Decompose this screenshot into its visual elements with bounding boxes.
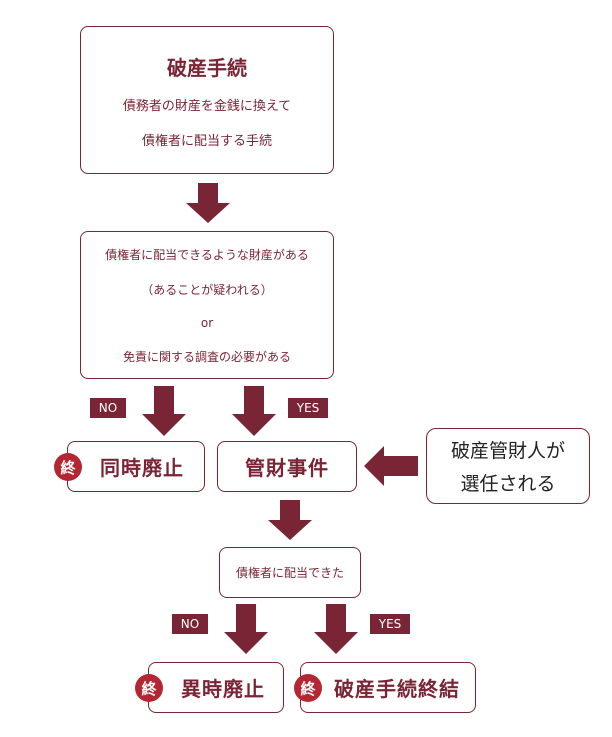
bankruptcy-procedure-desc-2: 債権者に配当する手続 <box>141 133 272 149</box>
branch1-yes-tag: YES <box>288 398 328 418</box>
condition-box: 債権者に配当できるような財産がある （あることが疑われる） or 免責に関する調… <box>80 231 334 379</box>
arrow-down-no-1 <box>142 386 186 436</box>
trustee-appointed-line-1: 破産管財人が <box>450 440 565 462</box>
branch2-yes-tag: YES <box>370 614 410 634</box>
later-abolition-label: 異時廃止 <box>181 677 265 701</box>
distribution-box: 債権者に配当できた <box>219 547 361 598</box>
condition-line-1: 債権者に配当できるような財産がある <box>105 247 309 262</box>
arrow-down-2 <box>268 500 312 540</box>
kanzai-case-label: 管財事件 <box>245 456 329 480</box>
bankruptcy-procedure-box: 破産手続 債務者の財産を金銭に換えて 債権者に配当する手続 <box>80 26 334 174</box>
simultaneous-abolition-box: 同時廃止 <box>67 441 205 492</box>
trustee-appointed-line-2: 選任される <box>460 473 556 495</box>
branch1-no-tag: NO <box>90 398 126 418</box>
trustee-appointed-box: 破産管財人が 選任される <box>426 428 590 504</box>
procedure-completion-label: 破産手続終結 <box>334 677 460 701</box>
procedure-completion-box: 破産手続終結 <box>300 662 476 713</box>
branch2-no-tag: NO <box>172 614 208 634</box>
end-badge-simultaneous: 終 <box>54 453 82 481</box>
arrow-down-no-2 <box>224 604 268 654</box>
kanzai-case-box: 管財事件 <box>217 441 357 492</box>
end-badge-later-abolition: 終 <box>135 674 163 702</box>
condition-or: or <box>200 315 214 330</box>
bankruptcy-procedure-title: 破産手続 <box>167 55 247 80</box>
arrow-down-1 <box>186 183 230 223</box>
arrow-down-yes-1 <box>232 386 276 436</box>
condition-line-4: 免責に関する調査の必要がある <box>122 349 291 364</box>
simultaneous-abolition-label: 同時廃止 <box>100 456 184 480</box>
arrow-left-trustee <box>364 446 418 486</box>
later-abolition-box: 異時廃止 <box>148 662 284 713</box>
arrow-down-yes-2 <box>314 604 358 654</box>
distribution-label: 債権者に配当できた <box>235 566 344 580</box>
bankruptcy-procedure-desc-1: 債務者の財産を金銭に換えて <box>122 98 292 114</box>
end-badge-completion: 終 <box>294 674 322 702</box>
condition-line-2: （あることが疑われる） <box>141 282 273 297</box>
